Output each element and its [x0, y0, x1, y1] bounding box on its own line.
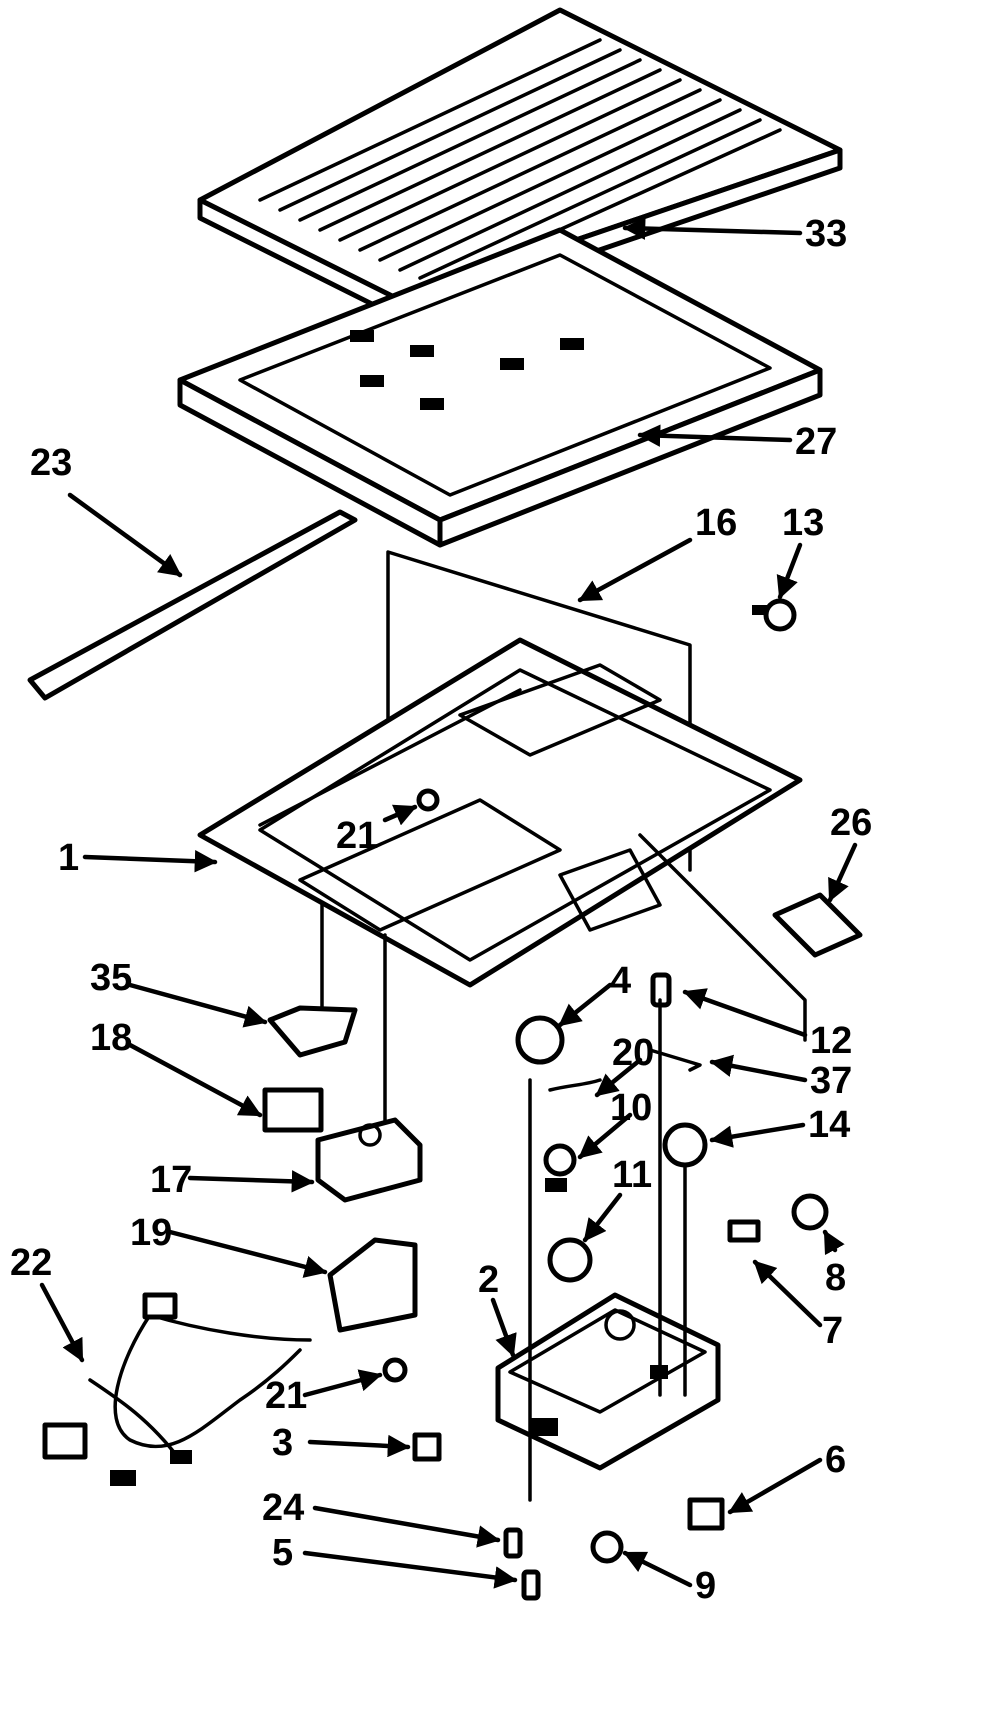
callout-9: 9 [695, 1565, 716, 1607]
callout-7: 7 [822, 1310, 843, 1352]
callout-35: 35 [90, 957, 132, 999]
part-3-clip [412, 1432, 442, 1462]
part-4-cap [515, 1015, 565, 1065]
callout-27: 27 [795, 421, 837, 463]
part-23-strip [27, 509, 358, 701]
callout-8: 8 [825, 1257, 846, 1299]
part-7-nut [727, 1219, 761, 1243]
callout-5: 5 [272, 1532, 293, 1574]
part-35-fitting [267, 1005, 358, 1058]
part-8-knob [791, 1193, 829, 1231]
part-10-switch [543, 1143, 577, 1192]
part-21-screw-lower [382, 1357, 408, 1383]
part-17-housing [315, 1117, 423, 1203]
callout-20: 20 [612, 1032, 654, 1074]
callout-1: 1 [58, 837, 79, 879]
part-11-washer [547, 1237, 593, 1283]
callout-26: 26 [830, 802, 872, 844]
part-27-frame [177, 227, 823, 548]
callout-4: 4 [610, 960, 631, 1002]
callout-11: 11 [612, 1154, 652, 1196]
callout-22: 22 [10, 1242, 52, 1284]
part-13-knob [752, 598, 797, 632]
part-20-spring [548, 1078, 602, 1092]
part-6-cap [687, 1497, 725, 1531]
callout-12: 12 [810, 1020, 852, 1062]
callout-6: 6 [825, 1439, 846, 1481]
callout-16: 16 [695, 502, 737, 544]
callout-18: 18 [90, 1017, 132, 1059]
part-5-screw [521, 1569, 541, 1601]
callout-10: 10 [610, 1087, 652, 1129]
callout-21-upper: 21 [336, 815, 378, 857]
part-19-cover [327, 1237, 418, 1333]
part-26-bracket [638, 833, 863, 1042]
part-22-wire-harness [42, 1292, 312, 1486]
callout-37: 37 [810, 1060, 852, 1102]
callout-19: 19 [130, 1212, 172, 1254]
part-21-screw-upper [416, 788, 440, 812]
callout-labels: 33 27 23 16 13 21 1 26 35 4 12 18 20 37 … [10, 213, 872, 1607]
callout-14: 14 [808, 1104, 850, 1146]
callout-33: 33 [805, 213, 847, 255]
part-14-washer [662, 1122, 708, 1168]
callout-13: 13 [782, 502, 824, 544]
callout-17: 17 [150, 1159, 192, 1201]
callout-23: 23 [30, 442, 72, 484]
part-33-grille [197, 7, 843, 321]
part-24-screw [503, 1527, 523, 1559]
part-37-clip [648, 1048, 702, 1072]
callout-3: 3 [272, 1422, 293, 1464]
part-9-foot [590, 1530, 624, 1564]
callout-21-lower: 21 [265, 1375, 307, 1417]
part-18-plate [262, 1087, 324, 1133]
callout-leaders [39, 217, 858, 1589]
callout-2: 2 [478, 1259, 499, 1301]
callout-24: 24 [262, 1487, 304, 1529]
part-1-base-pan [197, 637, 803, 988]
part-2-mounting-bracket [495, 1292, 721, 1471]
